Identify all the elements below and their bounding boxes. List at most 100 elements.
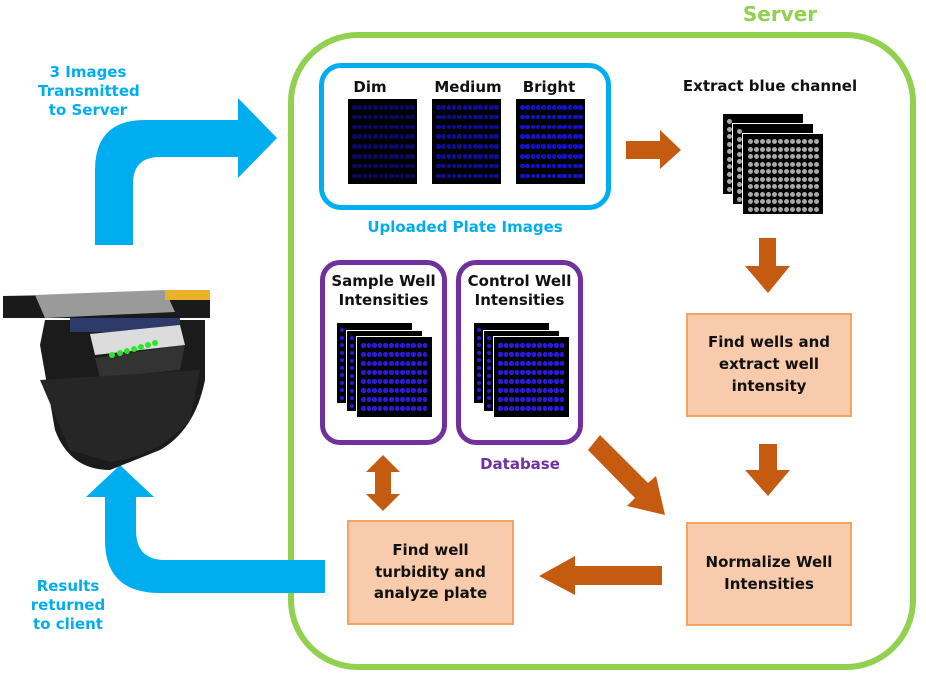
well-dot: [808, 169, 813, 174]
well-dot: [531, 397, 537, 402]
well-dot: [531, 361, 537, 366]
well-dot: [451, 124, 457, 130]
well-dot: [526, 343, 531, 348]
well-dot: [422, 343, 428, 348]
well-dot: [526, 388, 531, 393]
well-dot: [520, 397, 525, 402]
well-dot: [557, 105, 562, 110]
well-dot: [551, 144, 557, 149]
well-dot: [422, 388, 428, 393]
well-dot: [503, 406, 509, 411]
well-dot: [494, 154, 499, 159]
well-dot: [557, 163, 562, 169]
well-dot: [525, 154, 530, 159]
well-dot: [477, 343, 481, 347]
well-dot: [814, 176, 819, 182]
well-dot: [567, 173, 573, 179]
well-dot: [509, 352, 514, 357]
well-dot: [772, 161, 777, 167]
well-dot: [541, 114, 546, 120]
well-dot: [784, 154, 789, 159]
well-dot: [772, 154, 777, 159]
well-dot: [487, 358, 491, 363]
well-dot: [467, 114, 473, 120]
well-dot: [802, 161, 807, 167]
well-dot: [514, 343, 520, 348]
well-dot: [473, 114, 478, 120]
well-dot: [530, 124, 536, 130]
step-line: Intensities: [724, 575, 814, 593]
control-label-line: Control Well: [467, 272, 572, 290]
well-dot: [802, 146, 807, 152]
control-plate-front: [493, 336, 570, 418]
well-dot: [478, 134, 483, 139]
well-dot: [546, 134, 551, 139]
well-dot: [357, 114, 362, 120]
well-dot: [498, 406, 503, 411]
well-dot: [436, 124, 441, 130]
well-dot: [531, 352, 537, 357]
well-dot: [503, 361, 509, 366]
well-dot: [489, 124, 494, 130]
well-dot: [373, 134, 378, 139]
well-dot: [551, 173, 557, 179]
well-dot: [410, 144, 415, 149]
well-dot: [784, 206, 789, 212]
well-dot: [503, 397, 509, 402]
well-dot: [487, 366, 491, 370]
well-dot: [562, 154, 567, 159]
well-dot: [477, 388, 481, 392]
control-label-line: Intensities: [474, 290, 565, 309]
well-dot: [389, 173, 394, 179]
well-dot: [760, 176, 765, 182]
well-dot: [578, 105, 583, 110]
well-dot: [487, 336, 491, 340]
well-dot: [748, 169, 753, 174]
well-dot: [366, 406, 372, 411]
well-dot: [559, 343, 565, 348]
well-dot: [361, 361, 366, 366]
well-dot: [477, 335, 481, 340]
well-dot: [814, 199, 819, 204]
well-dot: [772, 191, 777, 197]
well-dot: [760, 146, 765, 152]
well-dot: [802, 206, 807, 212]
well-dot: [477, 395, 481, 400]
well-dot: [352, 154, 357, 159]
well-dot: [457, 163, 462, 169]
well-dot: [405, 144, 410, 149]
well-dot: [436, 105, 441, 110]
well-dot: [372, 388, 377, 393]
well-dot: [477, 350, 481, 355]
well-dot: [457, 124, 462, 130]
well-dot: [473, 124, 478, 130]
well-dot: [760, 199, 765, 204]
server-title: Server: [742, 2, 818, 26]
uploaded-images-box: [319, 63, 611, 210]
well-dot: [554, 388, 559, 393]
well-dot: [778, 154, 783, 159]
well-dot: [535, 154, 541, 159]
well-dot: [373, 144, 378, 149]
well-dot: [535, 114, 541, 120]
well-dot: [400, 397, 405, 402]
well-dot: [405, 163, 410, 169]
well-dot: [367, 173, 373, 179]
well-dot: [559, 397, 565, 402]
step-line: turbidity and: [375, 562, 486, 581]
well-dot: [772, 199, 777, 204]
well-dot: [520, 370, 525, 375]
database-caption: Database: [480, 455, 560, 473]
well-dot: [546, 105, 551, 110]
well-dot: [383, 370, 388, 375]
well-dot: [352, 163, 357, 169]
well-dot: [778, 169, 783, 174]
well-dot: [467, 124, 473, 130]
well-dot: [487, 373, 491, 378]
well-dot: [462, 154, 467, 159]
well-dot: [361, 379, 366, 384]
well-dot: [394, 361, 400, 366]
well-dot: [394, 388, 400, 393]
well-dot: [457, 173, 462, 179]
step-find-wells: Find wells and extract well intensity: [686, 313, 852, 417]
